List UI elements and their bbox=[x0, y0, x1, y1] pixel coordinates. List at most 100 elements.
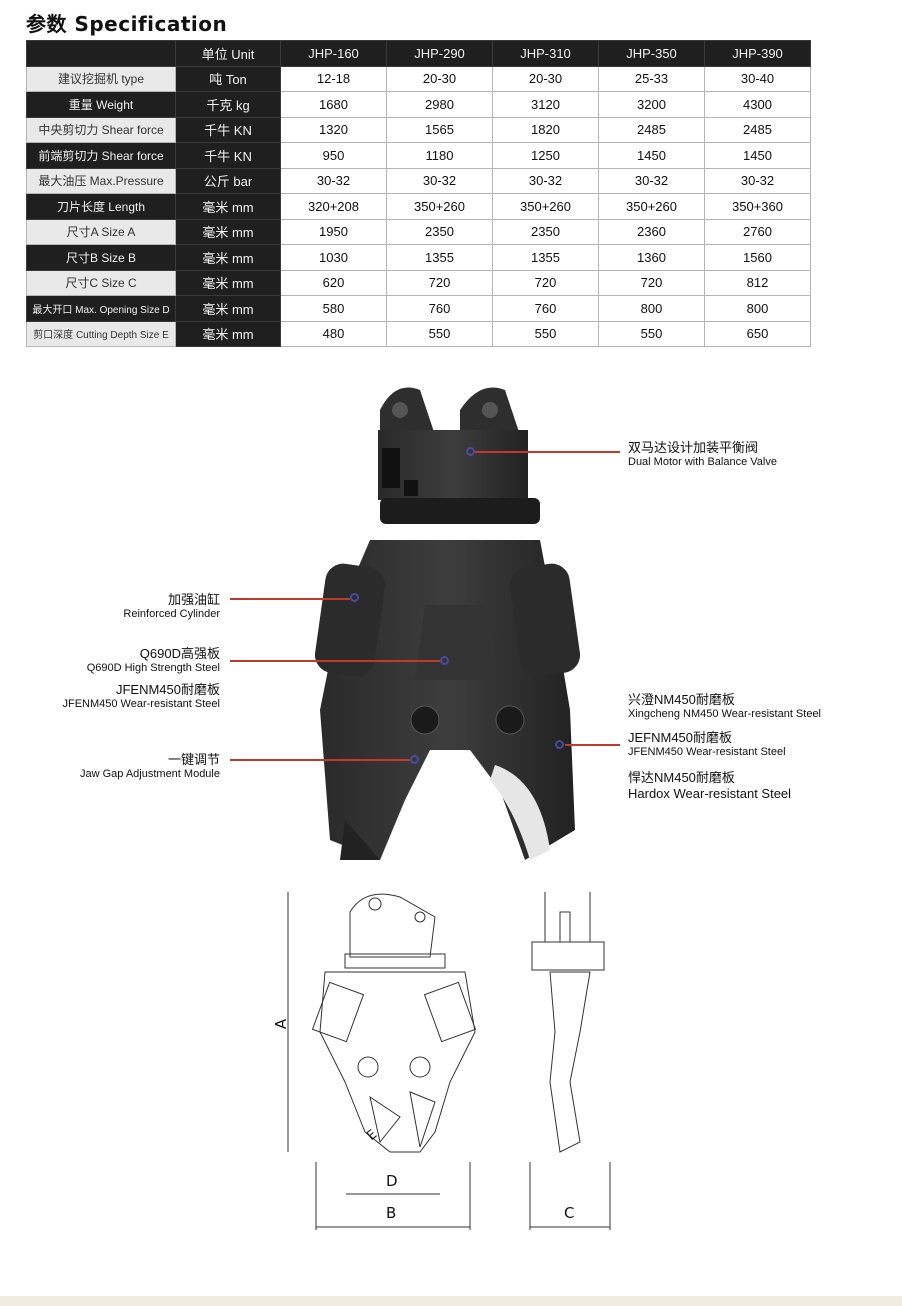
callout-xingcheng: 兴澄NM450耐磨板 Xingcheng NM450 Wear-resistan… bbox=[628, 692, 822, 720]
table-cell: 30-32 bbox=[280, 167, 387, 194]
marker-dot bbox=[440, 656, 449, 665]
row-unit: 毫米 mm bbox=[175, 295, 281, 322]
table-cell: 30-32 bbox=[492, 167, 599, 194]
leader-line bbox=[230, 598, 350, 600]
row-unit: 吨 Ton bbox=[175, 65, 281, 92]
table-cell: 950 bbox=[280, 142, 387, 169]
table-header-cell: JHP-310 bbox=[492, 40, 599, 67]
table-cell: 1180 bbox=[386, 142, 493, 169]
table-cell: 1250 bbox=[492, 142, 599, 169]
table-cell: 800 bbox=[704, 295, 811, 322]
table-cell: 30-32 bbox=[704, 167, 811, 194]
table-cell: 720 bbox=[598, 269, 705, 296]
row-label: 尺寸C Size C bbox=[26, 269, 176, 296]
table-cell: 800 bbox=[598, 295, 705, 322]
table-header-cell: JHP-290 bbox=[386, 40, 493, 67]
table-cell: 550 bbox=[386, 320, 493, 347]
table-cell: 812 bbox=[704, 269, 811, 296]
table-cell: 2485 bbox=[598, 116, 705, 143]
bottom-band bbox=[0, 1296, 902, 1306]
table-cell: 2485 bbox=[704, 116, 811, 143]
dimension-label-c: C bbox=[564, 1204, 575, 1222]
row-label: 剪口深度 Cutting Depth Size E bbox=[26, 320, 176, 347]
dimension-label-a: A bbox=[272, 1018, 291, 1030]
table-cell: 1680 bbox=[280, 91, 387, 118]
row-unit: 毫米 mm bbox=[175, 269, 281, 296]
table-cell: 2360 bbox=[598, 218, 705, 245]
callout-cylinder: 加强油缸 Reinforced Cylinder bbox=[123, 592, 220, 620]
table-cell: 2980 bbox=[386, 91, 493, 118]
callout-jfenm-left: JFENM450耐磨板 JFENM450 Wear-resistant Stee… bbox=[62, 682, 220, 710]
table-cell: 1820 bbox=[492, 116, 599, 143]
table-cell: 350+260 bbox=[598, 193, 705, 220]
table-cell: 550 bbox=[492, 320, 599, 347]
callout-jaw: 一键调节 Jaw Gap Adjustment Module bbox=[79, 752, 220, 780]
marker-dot bbox=[410, 755, 419, 764]
table-cell: 1450 bbox=[598, 142, 705, 169]
leader-line bbox=[475, 451, 620, 453]
table-cell: 12-18 bbox=[280, 65, 387, 92]
table-header-cell: 单位 Unit bbox=[175, 40, 281, 67]
table-cell: 650 bbox=[704, 320, 811, 347]
table-cell: 350+260 bbox=[386, 193, 493, 220]
table-cell: 4300 bbox=[704, 91, 811, 118]
row-unit: 千牛 KN bbox=[175, 142, 281, 169]
callout-steel: Q690D高强板 Q690D High Strength Steel bbox=[86, 646, 220, 674]
table-cell: 1360 bbox=[598, 244, 705, 271]
row-label: 尺寸B Size B bbox=[26, 244, 176, 271]
table-cell: 30-32 bbox=[386, 167, 493, 194]
callout-motor: 双马达设计加装平衡阀 Dual Motor with Balance Valve bbox=[628, 440, 777, 468]
table-cell: 25-33 bbox=[598, 65, 705, 92]
table-cell: 1355 bbox=[492, 244, 599, 271]
table-cell: 720 bbox=[492, 269, 599, 296]
product-photo bbox=[314, 387, 581, 860]
row-unit: 毫米 mm bbox=[175, 244, 281, 271]
marker-dot bbox=[466, 447, 475, 456]
row-label: 最大油压 Max.Pressure bbox=[26, 167, 176, 194]
table-cell: 2760 bbox=[704, 218, 811, 245]
table-cell: 1565 bbox=[386, 116, 493, 143]
table-cell: 620 bbox=[280, 269, 387, 296]
row-unit: 毫米 mm bbox=[175, 193, 281, 220]
table-cell: 550 bbox=[598, 320, 705, 347]
table-header-cell: JHP-350 bbox=[598, 40, 705, 67]
table-cell: 30-32 bbox=[598, 167, 705, 194]
table-header-cell bbox=[26, 40, 176, 67]
spec-table: 单位 Unit JHP-160 JHP-290 JHP-310 JHP-350 … bbox=[26, 40, 811, 347]
table-cell: 350+260 bbox=[492, 193, 599, 220]
table-cell: 580 bbox=[280, 295, 387, 322]
table-header-cell: JHP-160 bbox=[280, 40, 387, 67]
table-header-row: 单位 Unit JHP-160 JHP-290 JHP-310 JHP-350 … bbox=[26, 40, 811, 67]
table-cell: 20-30 bbox=[386, 65, 493, 92]
row-label: 重量 Weight bbox=[26, 91, 176, 118]
table-cell: 1320 bbox=[280, 116, 387, 143]
row-label: 刀片长度 Length bbox=[26, 193, 176, 220]
leader-line bbox=[230, 660, 440, 662]
row-label: 最大开口 Max. Opening Size D bbox=[26, 295, 176, 322]
table-cell: 3200 bbox=[598, 91, 705, 118]
table-cell: 760 bbox=[386, 295, 493, 322]
table-cell: 720 bbox=[386, 269, 493, 296]
marker-dot bbox=[555, 740, 564, 749]
row-unit: 毫米 mm bbox=[175, 320, 281, 347]
table-cell: 320+208 bbox=[280, 193, 387, 220]
table-cell: 480 bbox=[280, 320, 387, 347]
table-cell: 350+360 bbox=[704, 193, 811, 220]
marker-dot bbox=[350, 593, 359, 602]
callout-jfenm-right: JEFNM450耐磨板 JFENM450 Wear-resistant Stee… bbox=[628, 730, 786, 758]
table-cell: 1450 bbox=[704, 142, 811, 169]
table-cell: 1950 bbox=[280, 218, 387, 245]
row-label: 建议挖掘机 type bbox=[26, 65, 176, 92]
callout-hardox: 悍达NM450耐磨板 Hardox Wear-resistant Steel bbox=[628, 770, 792, 801]
row-unit: 公斤 bar bbox=[175, 167, 281, 194]
